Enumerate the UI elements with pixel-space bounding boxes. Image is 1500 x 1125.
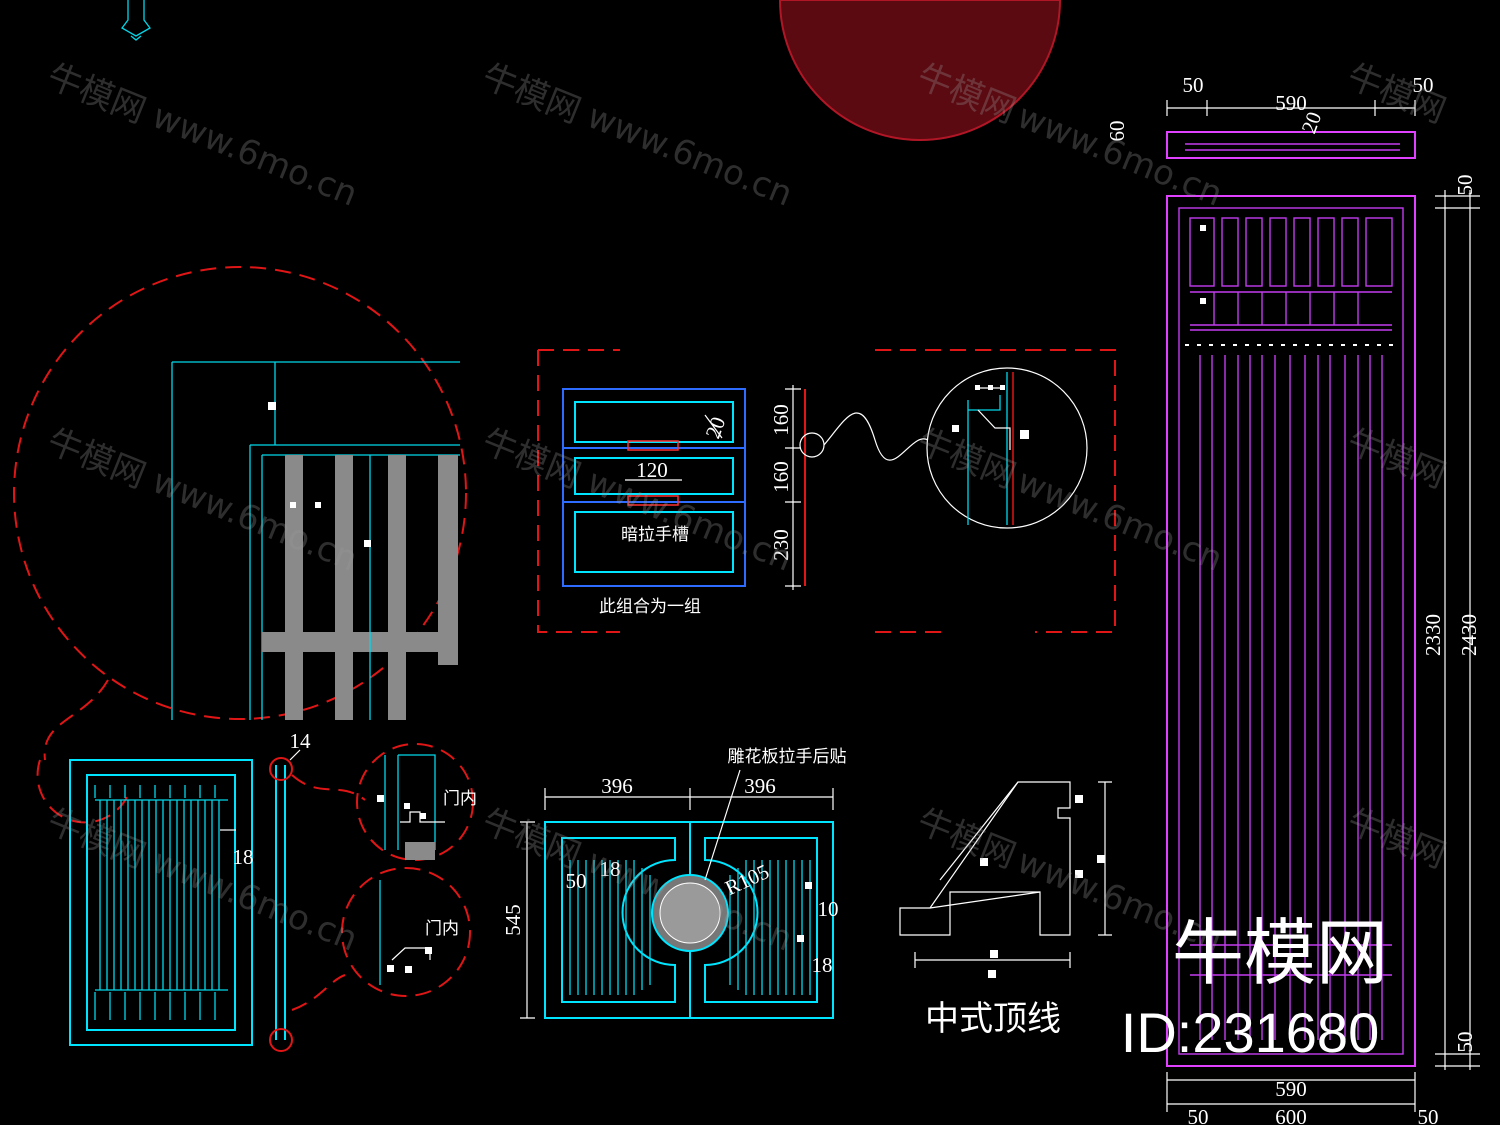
model-id: ID:231680: [1121, 1001, 1379, 1064]
watermark-brand: 牛模网: [477, 56, 587, 131]
dim-cab-545: 545: [501, 904, 525, 936]
top-left-fragment: [121, 0, 151, 41]
label-door-inner-1: 门内: [443, 789, 477, 809]
watermark-brand: 牛模网: [477, 801, 587, 876]
brand-badge: 牛模网 ID:231680: [1121, 911, 1388, 1064]
red-circle-fragment: [778, 0, 1062, 141]
drawer-group: 120 20 暗拉手槽 此组合为一组 160 160 230: [537, 349, 1116, 633]
watermark-url: www.6mo.cn: [147, 96, 363, 214]
label-door-inner-2: 门内: [425, 919, 459, 939]
dim-bottom-left-50: 50: [1188, 1105, 1209, 1125]
dim-bottom-590: 590: [1275, 1077, 1307, 1101]
dim-160-a: 160: [769, 404, 793, 436]
dim-top-right-50: 50: [1413, 73, 1434, 97]
dim-cab-396-left: 396: [601, 774, 633, 798]
cornice-profile: 中式顶线: [899, 781, 1112, 1039]
tall-door-elevation: 50 590 50 60 20 50 2330 2430 50 590 600 …: [1105, 73, 1481, 1125]
dim-door-18: 18: [233, 845, 254, 869]
watermark-brand: 牛模网: [1342, 56, 1452, 131]
label-carved-panel-note: 雕花板拉手后贴: [728, 747, 847, 767]
watermark-brand: 牛模网: [42, 421, 152, 496]
cornice-title: 中式顶线: [925, 999, 1061, 1039]
watermark-brand: 牛模网: [912, 801, 1022, 876]
double-door-cabinet: 396 396 545 雕花板拉手后贴 50 18 R105 10 18: [501, 747, 847, 1019]
watermark-brand: 牛模网: [42, 56, 152, 131]
watermark-brand: 牛模网: [912, 421, 1022, 496]
small-door-elevation: 18 14: [36, 729, 366, 1052]
dim-side-top-50: 50: [1453, 175, 1477, 196]
dim-230: 230: [769, 529, 793, 561]
watermark-layer: 牛模网 www.6mo.cn 牛模网 www.6mo.cn 牛模网 www.6m…: [42, 56, 1452, 959]
section-detail-circles: 门内 门内: [341, 743, 477, 997]
dim-bottom-right-50: 50: [1418, 1105, 1439, 1125]
dim-side-2430: 2430: [1457, 614, 1481, 656]
detail-circle-large: [13, 266, 467, 761]
dim-cab-396-right: 396: [744, 774, 776, 798]
label-handle-groove: 暗拉手槽: [621, 525, 689, 545]
watermark-url: www.6mo.cn: [1012, 461, 1228, 579]
dim-top-60: 60: [1105, 121, 1129, 142]
dim-160-b: 160: [769, 461, 793, 493]
watermark-url: www.6mo.cn: [1012, 96, 1228, 214]
dim-120: 120: [636, 458, 668, 482]
dim-cab-10: 10: [818, 897, 839, 921]
label-group-note: 此组合为一组: [599, 597, 701, 617]
dim-top-590: 590: [1275, 91, 1307, 115]
watermark-url: www.6mo.cn: [147, 461, 363, 579]
dim-top-left-50: 50: [1183, 73, 1204, 97]
dim-bottom-600: 600: [1275, 1105, 1307, 1125]
dim-side-bottom-50: 50: [1453, 1032, 1477, 1053]
watermark-brand: 牛模网: [477, 421, 587, 496]
dim-cab-18: 18: [600, 857, 621, 881]
dim-20: 20: [701, 414, 731, 442]
dim-cab-18b: 18: [812, 953, 833, 977]
watermark-url: www.6mo.cn: [147, 841, 363, 959]
dim-door-14: 14: [290, 729, 312, 753]
watermark-url: www.6mo.cn: [582, 461, 798, 579]
watermark-url: www.6mo.cn: [582, 96, 798, 214]
dim-side-2330: 2330: [1421, 614, 1445, 656]
dim-cab-50: 50: [566, 869, 587, 893]
brand-logo-text: 牛模网: [1172, 911, 1388, 995]
